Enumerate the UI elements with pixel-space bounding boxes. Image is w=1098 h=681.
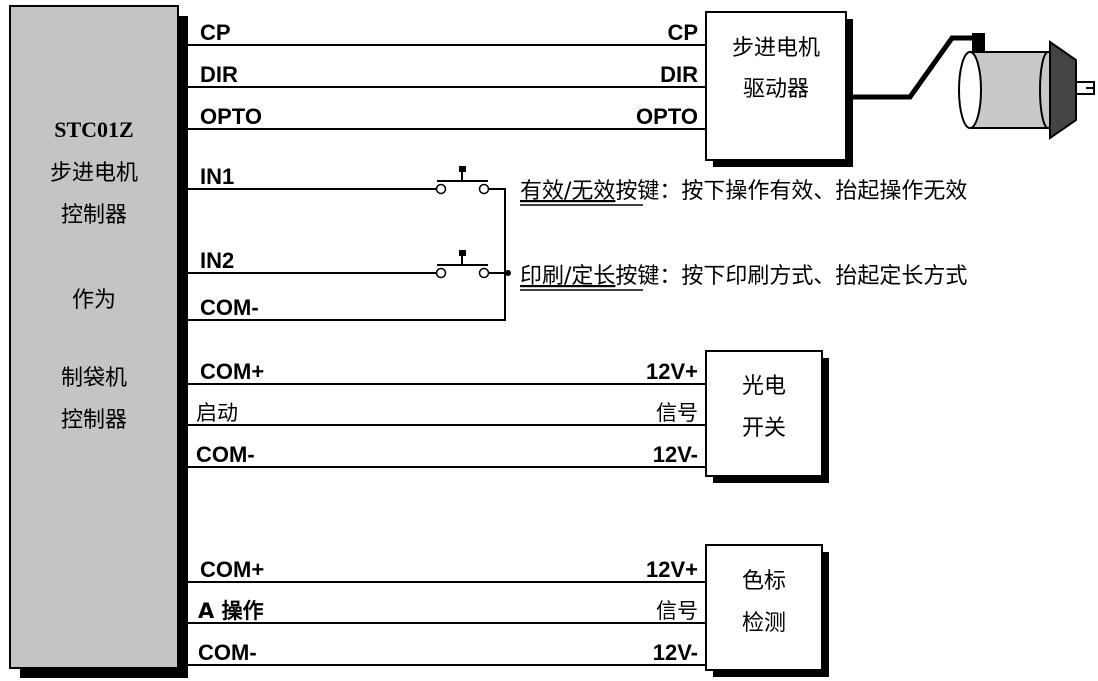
label-color-a-op: A 操作 <box>198 599 264 623</box>
driver-box <box>705 11 847 161</box>
color-box-line1: 色标 <box>742 569 786 594</box>
label-color-com-minus: COM- <box>198 640 257 665</box>
wire-com-minus <box>188 273 506 321</box>
note-key1-underlined: 有效/无效 <box>520 179 615 204</box>
color-box <box>705 544 823 671</box>
motor-cable <box>853 35 978 100</box>
pushbutton-switch-icon <box>435 250 511 279</box>
photo-box-line2: 开关 <box>742 416 786 441</box>
label-opto-right: OPTO <box>636 104 698 129</box>
controller-line1: 步进电机 <box>50 161 138 186</box>
photo-switch-group: COM+ 启动 COM- 12V+ 信号 12V- 光电 开关 <box>188 350 829 483</box>
label-dir-left: DIR <box>200 62 238 87</box>
pushbutton-switch-icon <box>435 166 506 273</box>
label-in1: IN1 <box>200 164 234 189</box>
label-photo-12v-minus: 12V- <box>653 442 698 467</box>
label-color-signal: 信号 <box>656 599 698 623</box>
label-com-minus-inputs: COM- <box>200 295 259 320</box>
label-color-com-plus: COM+ <box>200 557 264 582</box>
stepper-group: CP DIR OPTO CP DIR OPTO 步进电机 驱动器 <box>188 11 1095 167</box>
controller-block <box>9 5 179 669</box>
photo-box-line1: 光电 <box>742 374 786 399</box>
label-photo-com-minus: COM- <box>196 442 255 467</box>
label-photo-com-plus: COM+ <box>200 359 264 384</box>
controller-line2: 控制器 <box>61 203 127 228</box>
color-box-line2: 检测 <box>742 611 786 636</box>
note-key2-rest: 按键：按下印刷方式、抬起定长方式 <box>615 264 967 289</box>
label-dir-right: DIR <box>660 62 698 87</box>
color-mark-group: COM+ A 操作 COM- 12V+ 信号 12V- 色标 检测 <box>188 544 829 677</box>
photo-box <box>705 350 823 477</box>
label-color-12v-plus: 12V+ <box>646 557 698 582</box>
controller-title: STC01Z <box>54 117 133 142</box>
inputs-group: IN1 IN2 COM- 有效/无效按键：按下操作有效、抬起操作无效 印刷/定长… <box>188 164 967 321</box>
controller-line3: 作为 <box>72 288 116 313</box>
driver-box-line1: 步进电机 <box>732 36 820 61</box>
label-color-12v-minus: 12V- <box>653 640 698 665</box>
label-opto-left: OPTO <box>200 104 262 129</box>
controller-line4: 制袋机 <box>61 366 127 391</box>
note-key2-underlined: 印刷/定长 <box>520 264 615 289</box>
label-photo-12v-plus: 12V+ <box>646 359 698 384</box>
label-cp-left: CP <box>200 20 231 45</box>
note-key2: 印刷/定长按键：按下印刷方式、抬起定长方式 <box>520 264 967 289</box>
label-photo-start: 启动 <box>196 401 238 425</box>
label-cp-right: CP <box>667 20 698 45</box>
label-photo-signal: 信号 <box>656 401 698 425</box>
stepper-motor-icon <box>958 33 1095 140</box>
controller-line5: 控制器 <box>61 408 127 433</box>
label-in2: IN2 <box>200 248 234 273</box>
note-key1-rest: 按键：按下操作有效、抬起操作无效 <box>615 179 967 204</box>
note-key1: 有效/无效按键：按下操作有效、抬起操作无效 <box>520 179 967 204</box>
driver-box-line2: 驱动器 <box>743 77 809 102</box>
